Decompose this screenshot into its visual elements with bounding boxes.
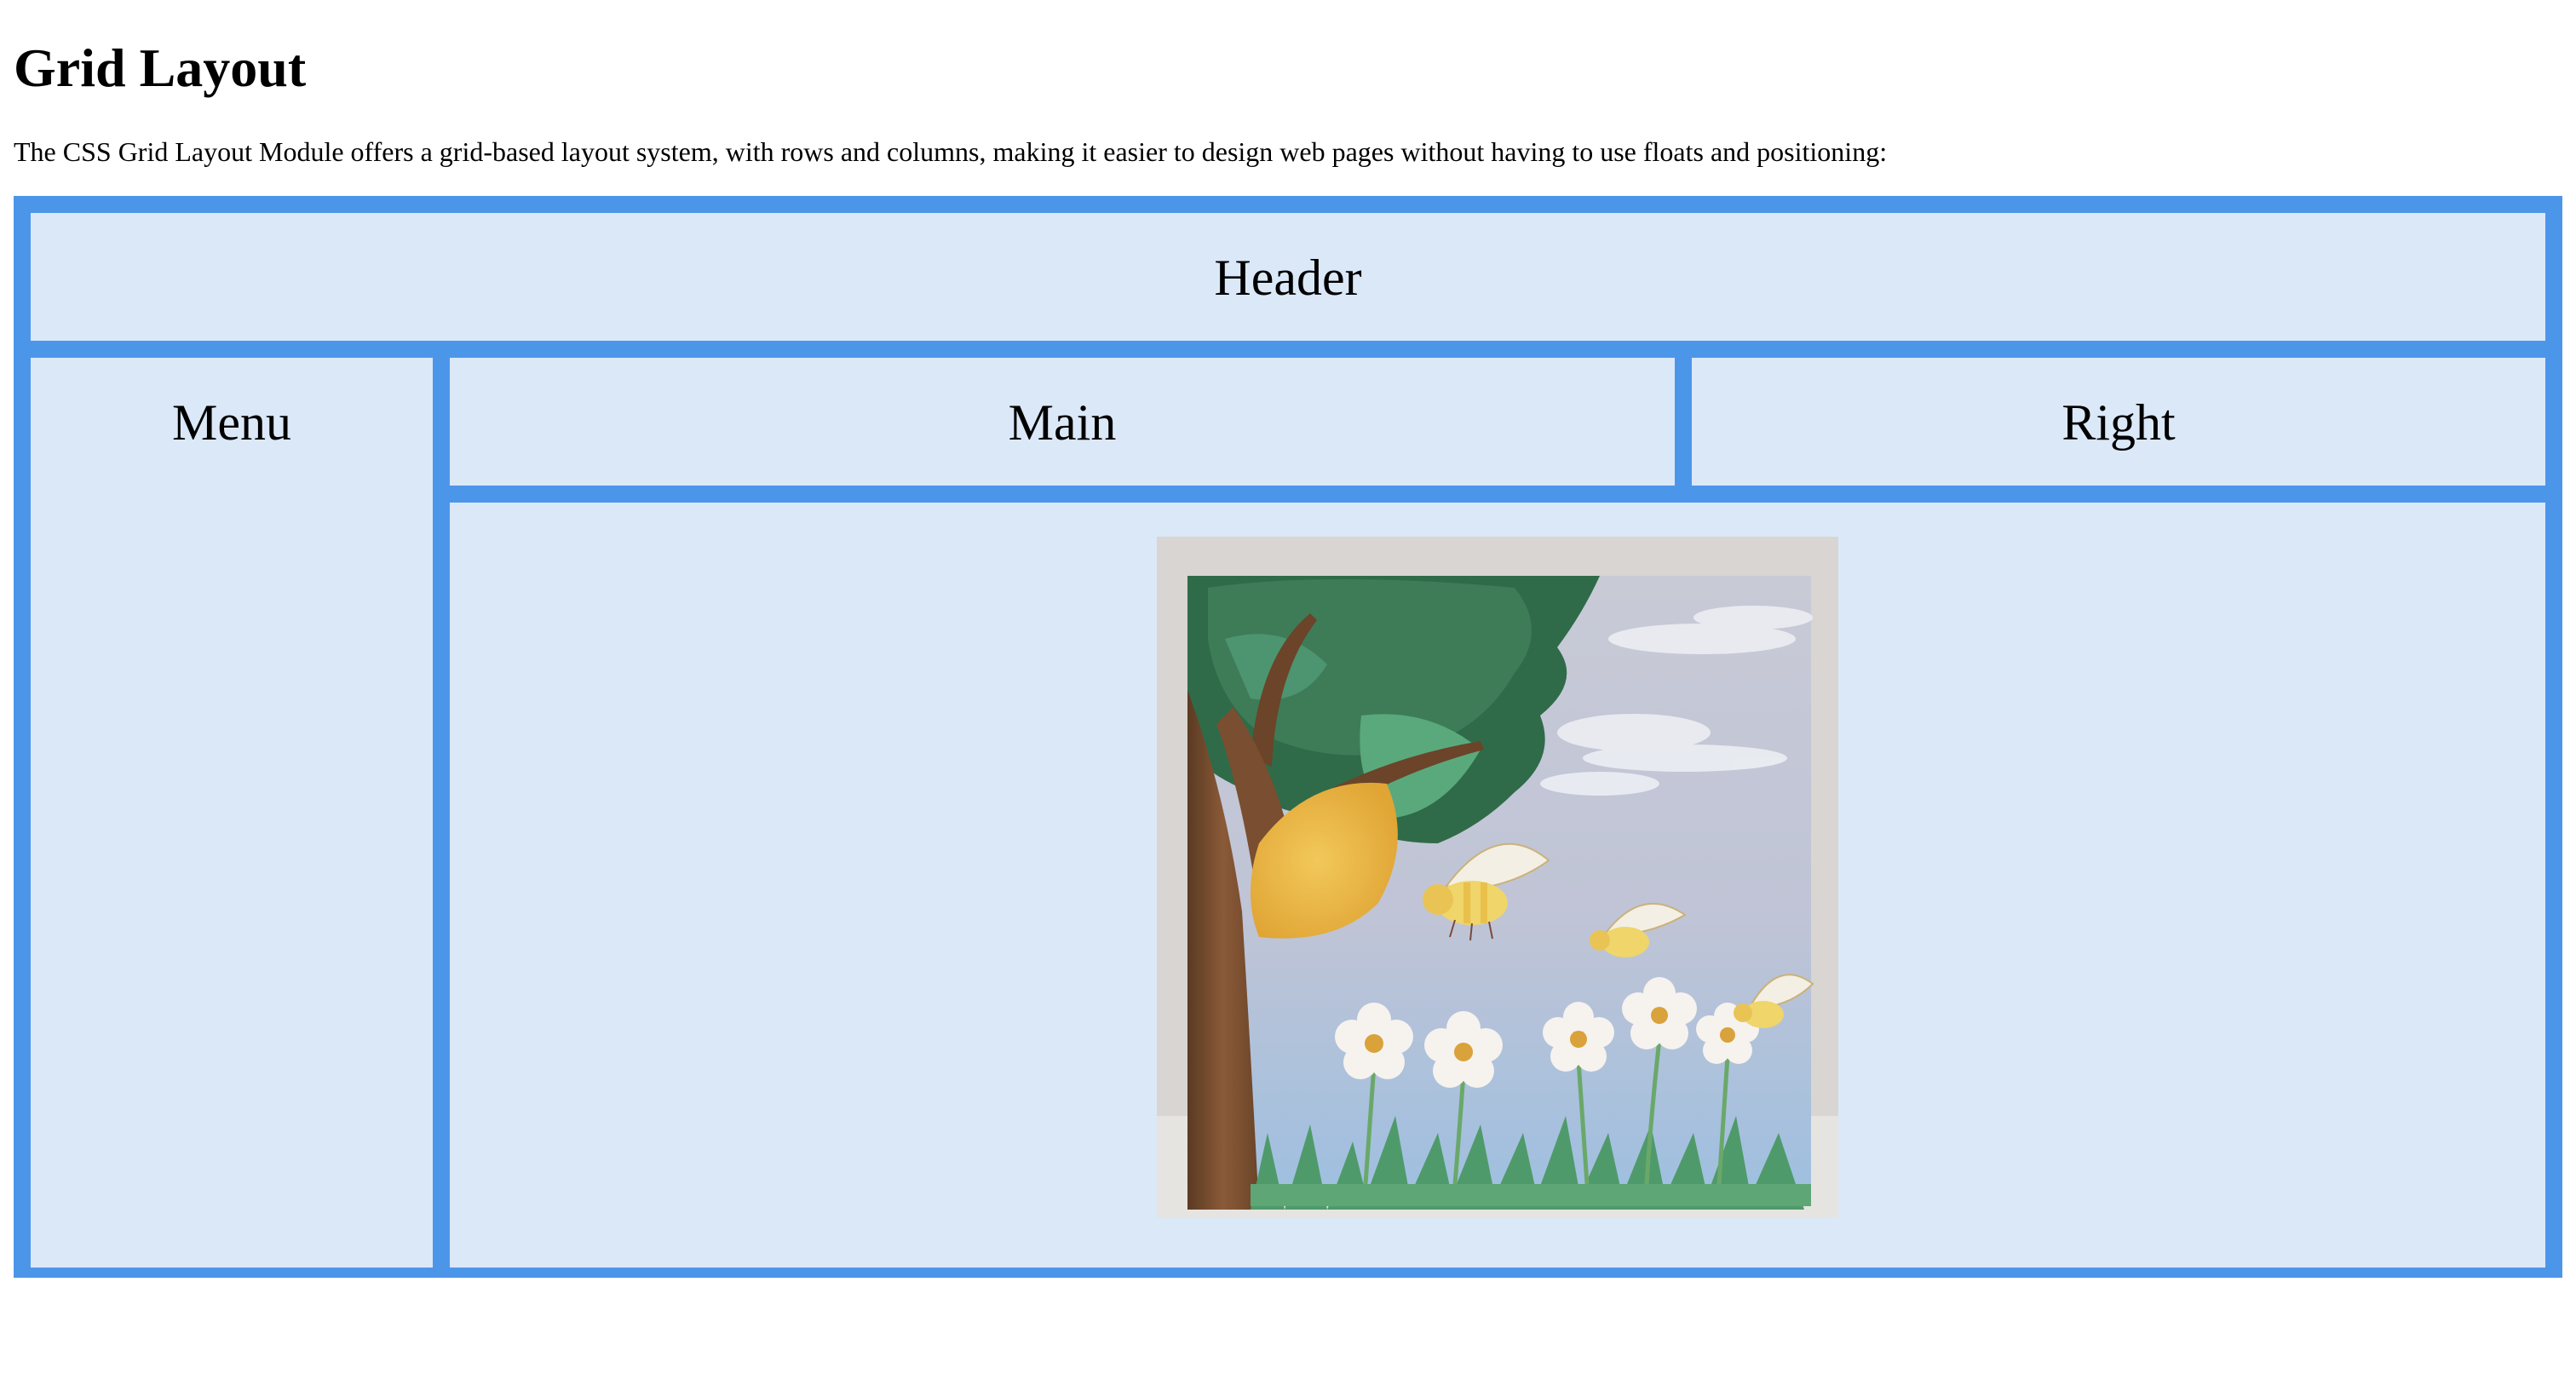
grid-main-cell: Main — [450, 358, 1675, 486]
painting-illustration — [1157, 537, 1838, 1218]
intro-paragraph: The CSS Grid Layout Module offers a grid… — [14, 136, 1888, 167]
grid-container: Header Menu Main Right — [14, 196, 2562, 1278]
page-title: Grid Layout — [14, 37, 307, 98]
grid-right-cell: Right — [1692, 358, 2545, 486]
grid-header-cell: Header — [31, 213, 2545, 341]
grid-menu-cell: Menu — [31, 358, 433, 1268]
grid-content-cell — [450, 503, 2545, 1268]
painting-image — [1157, 537, 1838, 1218]
